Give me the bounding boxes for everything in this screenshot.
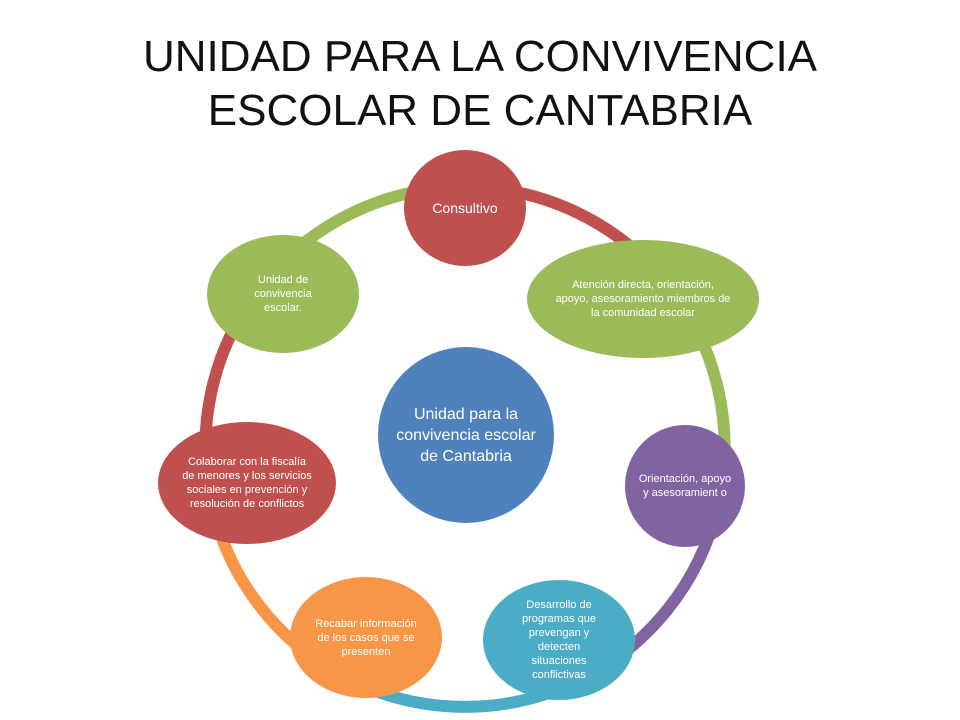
center-node-label: Unidad para la convivencia escolar de Ca… — [396, 405, 536, 465]
node-atencion-directa: Atención directa, orientación, apoyo, as… — [527, 240, 759, 358]
node-unidad-convivencia-label: Unidad de convivencia escolar. — [254, 274, 312, 314]
node-orientacion: Orientación, apoyo y asesoramient o — [625, 425, 745, 547]
node-recabar-informacion-label: Recabar información de los casos que se … — [315, 617, 417, 658]
node-desarrollo-programas-label: Desarrollo de programas que prevengan y … — [522, 599, 596, 681]
node-unidad-convivencia: Unidad de convivencia escolar. — [207, 235, 359, 353]
node-colaborar-fiscalia-label: Colaborar con la fiscalía de menores y l… — [182, 456, 312, 510]
center-node: Unidad para la convivencia escolar de Ca… — [378, 347, 554, 523]
node-orientacion-label: Orientación, apoyo y asesoramient o — [638, 473, 732, 499]
title-line-1: UNIDAD PARA LA CONVIVENCIA — [142, 32, 818, 81]
slide-title: UNIDAD PARA LA CONVIVENCIA ESCOLAR DE CA… — [0, 30, 960, 138]
node-colaborar-fiscalia: Colaborar con la fiscalía de menores y l… — [158, 422, 336, 544]
node-recabar-informacion: Recabar información de los casos que se … — [290, 577, 442, 698]
title-line-2: ESCOLAR DE CANTABRIA — [207, 86, 753, 135]
node-desarrollo-programas: Desarrollo de programas que prevengan y … — [483, 580, 635, 700]
node-atencion-directa-label: Atención directa, orientación, apoyo, as… — [555, 279, 731, 319]
node-consultivo-label: Consultivo — [432, 200, 498, 216]
node-consultivo: Consultivo — [404, 150, 526, 266]
